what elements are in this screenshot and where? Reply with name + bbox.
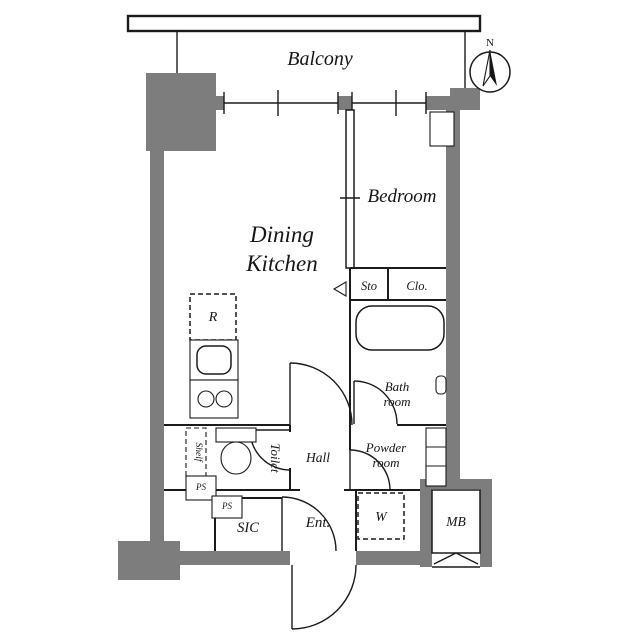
wall-mb-top [420,479,492,489]
bath-door-arc [353,380,398,425]
sto-label: Sto [361,279,377,293]
burner-right [215,390,233,408]
washer-space-box [357,492,405,540]
window-balcony-bedroom [351,90,427,116]
window-balcony-dk [223,90,339,116]
balcony-railing [126,14,482,33]
meter-box-label: MB [445,514,466,529]
sic-label: SIC [237,520,259,536]
sto-opening-triangle [332,281,347,297]
wall-bottom-a [164,551,290,565]
toilet-label: Toilet [268,443,283,473]
hall-label: Hall [305,450,330,465]
hall-door-arc [289,362,353,426]
wall-top-left-block [146,73,216,151]
ps-upper-label: PS [195,482,206,492]
ps-box-upper [185,475,217,501]
shelf-box [185,427,207,477]
bathtub [355,305,445,351]
bathroom-label-line1: Bath [385,379,410,394]
wall-mb-left [420,479,432,567]
exterior-walls [118,73,492,580]
compass-needle-dark [490,50,497,86]
ps-lower-label: PS [221,501,232,511]
meter-box [431,489,481,568]
dining-kitchen-label-line1: Dining [249,222,314,247]
wall-mb-right [480,479,492,567]
bedroom-label: Bedroom [368,186,437,207]
clo-label: Clo. [406,279,427,293]
toilet-tank [215,427,257,443]
north-label: N [486,37,494,49]
sic-door-arc [281,496,337,552]
doors [249,362,398,630]
front-door-arc [291,564,357,630]
mb-cabinet [431,489,481,554]
wall-left [150,151,164,565]
ps-box-lower [211,495,243,519]
compass-needle-light [482,49,491,87]
wall-top-seg2 [338,96,352,110]
partition-dk-bedroom [345,109,355,269]
bathroom-label-line2: room [384,394,411,409]
balcony-label: Balcony [287,48,353,70]
wall-right [446,110,460,479]
powder-room-label-line1: Powder [365,440,407,455]
bath-handle [435,375,447,395]
vanity-cabinet [425,427,447,487]
entrance-label: Ent. [305,515,331,531]
sink [196,345,232,375]
burner-left [197,390,215,408]
wall-top-seg1 [216,96,224,110]
toilet-bowl [220,441,252,475]
mb-louver-door [433,552,479,565]
powder-vanity [425,427,447,487]
wall-top-right-block [450,88,480,110]
shelf-label: Shelf [193,443,204,463]
powder-door-arc [349,449,391,491]
dining-kitchen-label-line2: Kitchen [245,251,318,276]
washer-label: W [375,509,388,524]
compass: N [469,37,511,93]
wall-bottom-b [356,551,424,565]
toilet-fixture [215,427,257,475]
refrigerator-label: R [208,310,218,325]
kitchen-counter [189,339,239,419]
powder-room-label-line2: room [373,455,400,470]
bedroom-corner-niche [429,111,455,147]
